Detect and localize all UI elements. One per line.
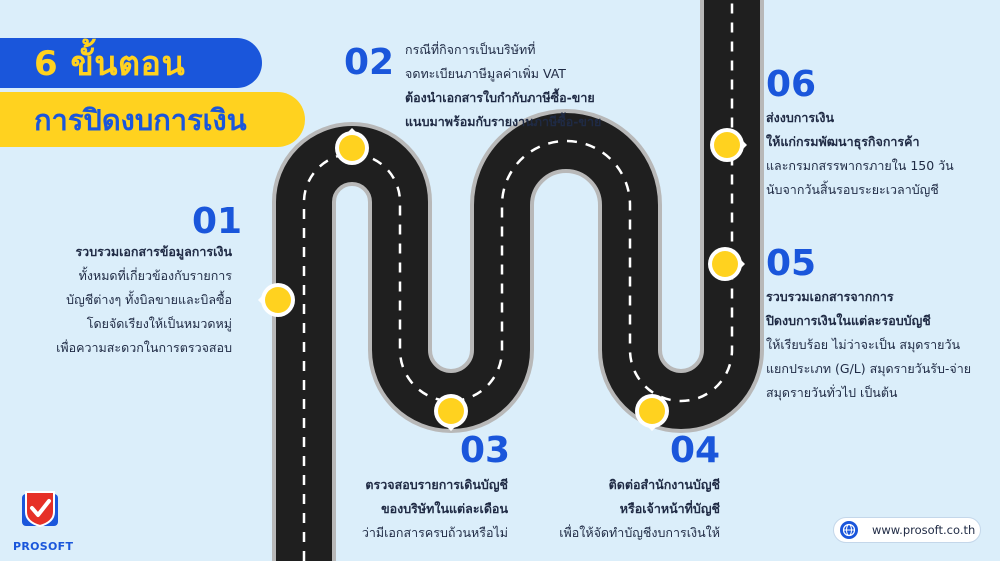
step-02-text: กรณีที่กิจการเป็นบริษัทที่ จดทะเบียนภาษี… xyxy=(405,38,601,134)
step-01-line: เพื่อความสะดวกในการตรวจสอบ xyxy=(56,340,232,355)
step-05-text: รวบรวมเอกสารจากการ ปิดงบการเงินในแต่ละรอ… xyxy=(766,285,971,405)
step-06-number: 06 xyxy=(766,64,817,105)
marker-02 xyxy=(335,128,369,165)
title-banner-top: 6 ขั้นตอน xyxy=(0,38,262,88)
road-center-line xyxy=(302,0,734,561)
step-06-line: และกรมกสรรพากรภายใน 150 วัน xyxy=(766,158,954,173)
marker-05 xyxy=(708,247,745,281)
website-url: www.prosoft.co.th xyxy=(872,523,976,537)
step-05-line: แยกประเภท (G/L) สมุดรายวันรับ-จ่าย xyxy=(766,361,972,376)
step-01-text: รวบรวมเอกสารข้อมูลการเงิน ทั้งหมดที่เกี่… xyxy=(56,240,232,360)
step-03-line: ตรวจสอบรายการเดินบัญชี xyxy=(365,477,508,492)
step-04-line: หรือเจ้าหน้าที่บัญชี xyxy=(619,501,720,516)
step-04-line: ติดต่อสำนักงานบัญชี xyxy=(608,477,720,492)
step-05-line: ปิดงบการเงินในแต่ละรอบบัญชี xyxy=(766,313,931,328)
globe-icon xyxy=(840,521,858,539)
step-01-line: โดยจัดเรียงให้เป็นหมวดหมู่ xyxy=(86,316,232,331)
step-03-line: ว่ามีเอกสารครบถ้วนหรือไม่ xyxy=(361,525,508,540)
marker-04 xyxy=(635,394,669,431)
step-06-text: ส่งงบการเงิน ให้แก่กรมพัฒนาธุรกิจการค้า … xyxy=(766,106,954,202)
step-05-line: รวบรวมเอกสารจากการ xyxy=(766,289,894,304)
step-02-number: 02 xyxy=(344,42,395,83)
step-03-number: 03 xyxy=(460,430,511,471)
website-link[interactable]: www.prosoft.co.th xyxy=(833,517,981,543)
step-02-line: จดทะเบียนภาษีมูลค่าเพิ่ม VAT xyxy=(405,66,566,81)
step-01-line: ทั้งหมดที่เกี่ยวข้องกับรายการ xyxy=(78,268,232,283)
brand-name: PROSOFT xyxy=(13,540,74,553)
marker-06 xyxy=(710,128,747,162)
title-line-1: 6 ขั้นตอน xyxy=(34,44,186,84)
step-02-line: กรณีที่กิจการเป็นบริษัทที่ xyxy=(405,42,536,57)
step-04-text: ติดต่อสำนักงานบัญชี หรือเจ้าหน้าที่บัญชี… xyxy=(559,473,720,545)
marker-01 xyxy=(258,283,295,317)
step-01-line: รวบรวมเอกสารข้อมูลการเงิน xyxy=(75,244,232,259)
step-04-number: 04 xyxy=(670,430,721,471)
step-06-line: นับจากวันสิ้นรอบระยะเวลาบัญชี xyxy=(766,182,939,197)
title-line-2: การปิดงบการเงิน xyxy=(34,102,247,137)
step-03-text: ตรวจสอบรายการเดินบัญชี ของบริษัทในแต่ละเ… xyxy=(362,473,508,545)
step-05-number: 05 xyxy=(766,243,817,284)
step-06-line: ส่งงบการเงิน xyxy=(766,110,834,125)
marker-03 xyxy=(434,394,468,431)
step-01-line: บัญชีต่างๆ ทั้งบิลขายและบิลซื้อ xyxy=(66,292,232,307)
step-02-line: ต้องนำเอกสารใบกำกับภาษีซื้อ-ขาย xyxy=(405,90,595,105)
step-04-line: เพื่อให้จัดทำบัญชีงบการเงินให้ xyxy=(559,525,720,540)
step-05-line: สมุดรายวันทั่วไป เป็นต้น xyxy=(766,385,898,400)
title-banner-bottom: การปิดงบการเงิน xyxy=(0,92,305,147)
step-05-line: ให้เรียบร้อย ไม่ว่าจะเป็น สมุดรายวัน xyxy=(766,337,961,352)
step-01-number: 01 xyxy=(192,201,243,242)
step-03-line: ของบริษัทในแต่ละเดือน xyxy=(381,501,508,516)
step-06-line: ให้แก่กรมพัฒนาธุรกิจการค้า xyxy=(766,134,920,149)
prosoft-logo-icon xyxy=(22,491,58,528)
step-02-line: แนบมาพร้อมกับรายงานภาษีซื้อ-ขาย xyxy=(405,114,602,129)
